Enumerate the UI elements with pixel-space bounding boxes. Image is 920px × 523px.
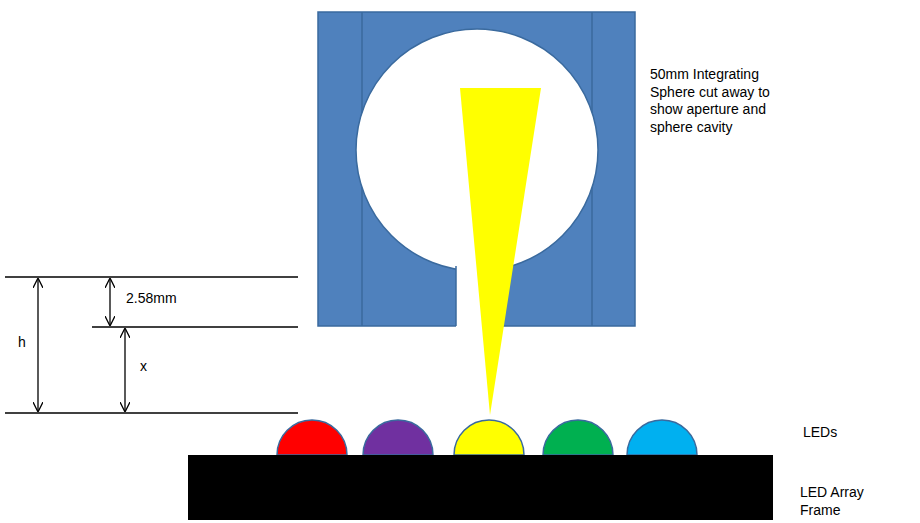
dimension-arrow <box>37 279 38 411</box>
part-label: LED Array Frame <box>800 484 900 519</box>
light-beam <box>460 88 541 415</box>
dimension-line <box>5 276 298 278</box>
led <box>363 420 433 455</box>
aperture-edge <box>455 266 457 326</box>
dimension-arrow <box>124 329 125 411</box>
led-array-frame <box>188 455 773 520</box>
led <box>543 420 613 455</box>
dimension-label: 2.58mm <box>126 290 177 308</box>
led <box>277 420 347 455</box>
dimension-line <box>92 326 298 328</box>
dimension-arrow <box>109 279 110 325</box>
dimension-line <box>5 412 298 414</box>
led <box>454 420 524 455</box>
dimension-label: x <box>140 358 147 376</box>
dimension-label: h <box>18 334 26 352</box>
sphere-label: 50mm Integrating Sphere cut away to show… <box>650 66 800 136</box>
part-label: LEDs <box>803 424 837 442</box>
led <box>627 420 697 455</box>
